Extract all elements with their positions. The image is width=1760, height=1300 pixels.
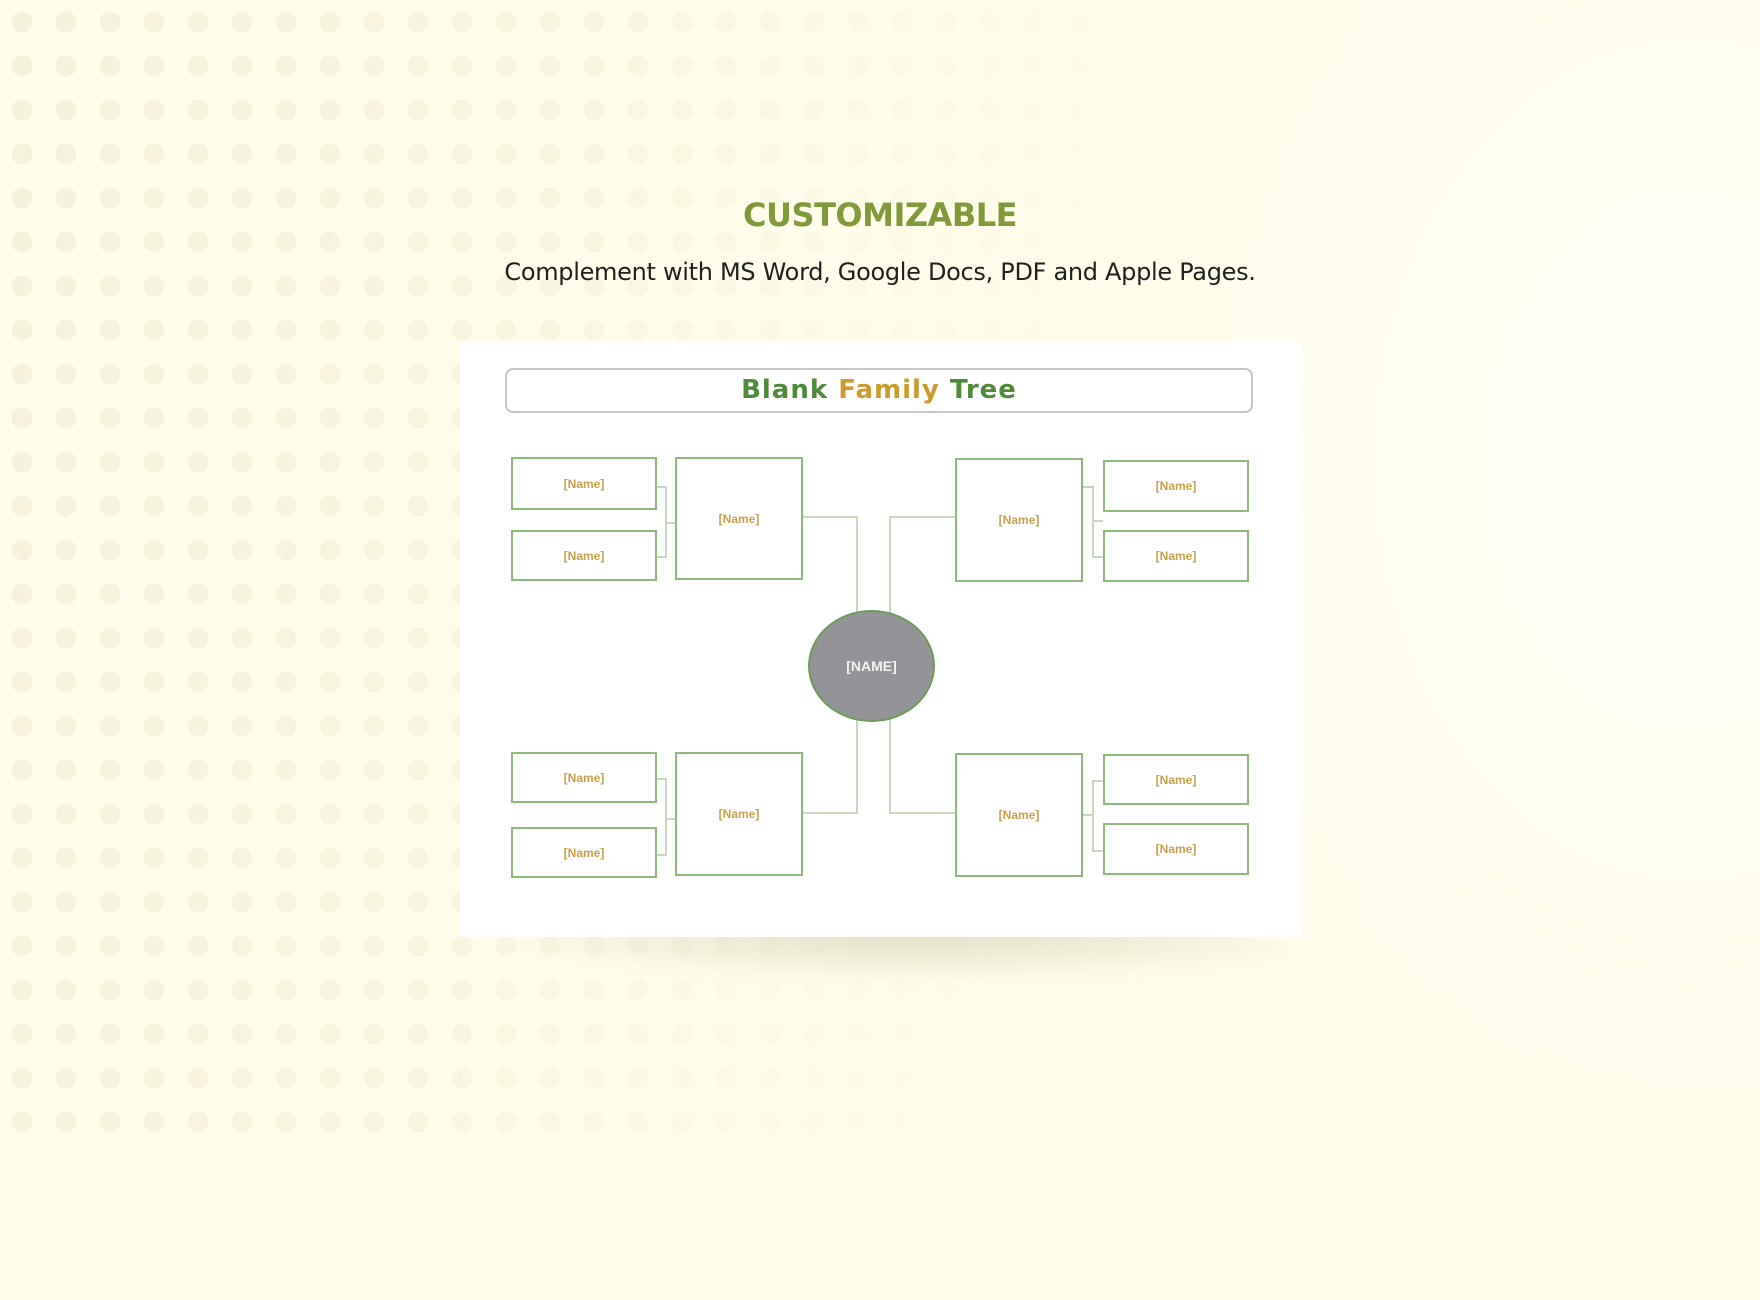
node-label: [Name] [563,770,605,785]
connector-line [889,516,956,518]
connector-line [1083,814,1093,816]
parent-node[interactable]: [Name] [955,458,1083,582]
connector-line [1092,486,1094,558]
node-label: [Name] [1155,479,1197,493]
grandparent-node[interactable]: [Name] [1103,823,1249,875]
connector-line [1092,780,1103,782]
node-label: [Name] [718,807,760,821]
node-label: [Name] [998,513,1040,527]
connector-line [889,718,891,814]
grandparent-node[interactable]: [Name] [511,457,657,510]
connector-line [803,516,858,518]
node-label: [Name] [1155,842,1197,856]
parent-node[interactable]: [Name] [675,752,803,876]
title-word-blank: Blank [741,375,829,405]
node-label: [Name] [718,511,760,526]
connector-line [1092,850,1103,852]
document-title: Blank Family Tree [505,368,1253,413]
title-word-family: Family [838,375,940,405]
connector-line [803,812,858,814]
connector-line [1092,556,1103,558]
center-node-label: [NAME] [846,658,897,674]
connector-line [889,812,956,814]
center-person-node[interactable]: [NAME] [808,610,935,722]
title-word-tree: Tree [949,375,1017,405]
grandparent-node[interactable]: [Name] [511,827,657,878]
parent-node[interactable]: [Name] [955,753,1083,877]
section-heading: CUSTOMIZABLE [743,196,1017,234]
connector-line [665,778,667,856]
connector-line [1092,520,1103,522]
parent-node[interactable]: [Name] [675,457,803,580]
node-label: [Name] [563,845,605,860]
connector-line [665,818,675,820]
connector-line [856,516,858,614]
document-preview: Blank Family Tree [Name] [Name] [Name] [… [460,342,1302,937]
connector-line [856,718,858,814]
node-label: [Name] [1155,549,1197,563]
connector-line [657,778,667,780]
connector-line [889,516,891,614]
grandparent-node[interactable]: [Name] [511,752,657,803]
connector-line [1092,780,1094,852]
grandparent-node[interactable]: [Name] [1103,754,1249,805]
connector-line [1083,486,1093,488]
node-label: [Name] [998,808,1040,822]
connector-line [657,556,667,558]
connector-line [657,486,667,488]
connector-line [657,854,667,856]
node-label: [Name] [563,476,605,491]
grandparent-node[interactable]: [Name] [511,530,657,581]
grandparent-node[interactable]: [Name] [1103,460,1249,512]
node-label: [Name] [563,548,605,563]
node-label: [Name] [1155,772,1197,787]
section-subheading: Complement with MS Word, Google Docs, PD… [504,258,1256,286]
grandparent-node[interactable]: [Name] [1103,530,1249,582]
connector-line [665,522,675,524]
